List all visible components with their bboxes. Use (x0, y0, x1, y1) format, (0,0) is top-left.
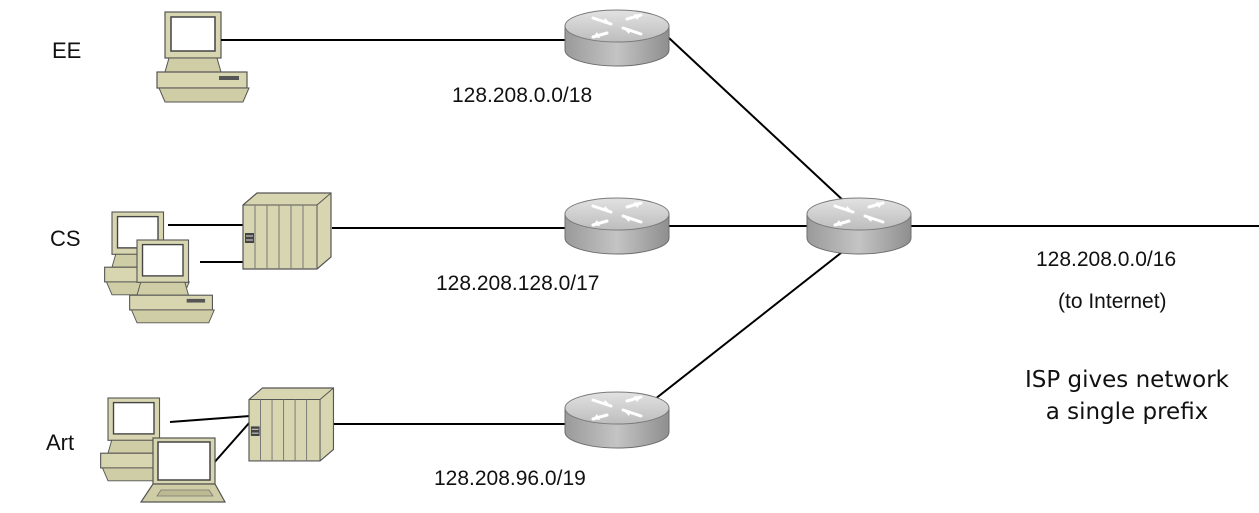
network-links (168, 37, 1259, 466)
art-router-icon (563, 390, 671, 450)
core-router-icon (805, 196, 913, 256)
cs-desktop-icon-2 (128, 239, 215, 324)
dept-label-art: Art (46, 430, 75, 455)
art-laptop-icon (140, 437, 226, 503)
art-switch-icon (248, 387, 335, 462)
ee-prefix-label: 128.208.0.0/18 (452, 84, 593, 107)
link-art-core (649, 248, 847, 404)
isp-annotation-line-1: ISP gives network (1024, 367, 1229, 393)
cs-prefix-label: 128.208.128.0/17 (436, 272, 600, 295)
cs-switch-icon (242, 192, 332, 270)
isp-annotation: ISP gives network a single prefix (1000, 364, 1254, 428)
dept-label-ee: EE (52, 38, 82, 63)
cs-router-icon (563, 196, 671, 256)
ee-router-icon (563, 8, 671, 68)
art-prefix-label: 128.208.96.0/19 (434, 467, 586, 490)
dept-label-cs: CS (50, 226, 81, 251)
isp-prefix-label: 128.208.0.0/16 (1036, 248, 1177, 271)
link-art-pc-switch (169, 415, 251, 423)
ee-desktop-icon (156, 11, 250, 103)
isp-note-label: (to Internet) (1058, 290, 1167, 313)
link-ee-core (668, 37, 847, 204)
isp-annotation-line-2: a single prefix (1045, 399, 1209, 425)
link-art-laptop-switch (211, 421, 251, 466)
